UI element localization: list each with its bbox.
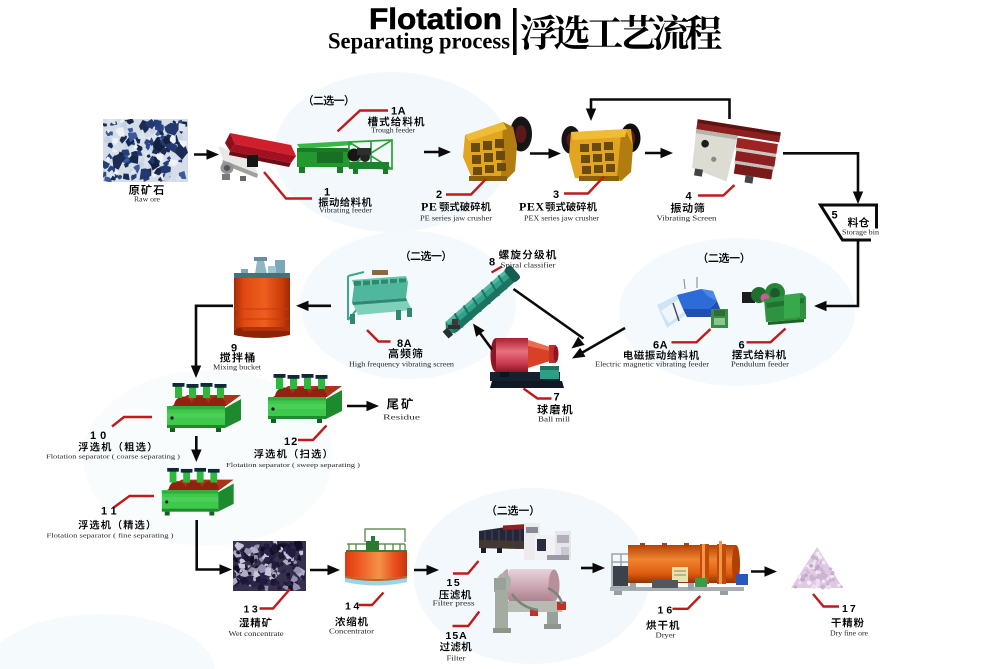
svg-text:Electric magnetic vibrating fe: Electric magnetic vibrating feeder <box>595 362 710 369</box>
svg-text:Pendulum feeder: Pendulum feeder <box>731 361 790 369</box>
svg-text:Filter press: Filter press <box>433 600 475 608</box>
svg-text:Vibrating feeder: Vibrating feeder <box>319 206 373 215</box>
svg-text:Concentrator: Concentrator <box>329 628 375 636</box>
svg-text:3: 3 <box>553 189 560 201</box>
svg-text:Dry fine ore: Dry fine ore <box>830 630 868 638</box>
svg-text:9: 9 <box>231 343 238 355</box>
svg-text:1: 1 <box>324 187 331 199</box>
svg-text:Raw ore: Raw ore <box>134 195 161 204</box>
svg-text:13: 13 <box>244 604 261 616</box>
svg-text:15A: 15A <box>446 630 468 642</box>
svg-text:PEX: PEX <box>519 200 545 214</box>
svg-text:6A: 6A <box>653 340 668 352</box>
svg-text:6: 6 <box>739 340 746 352</box>
svg-text:4: 4 <box>686 191 693 203</box>
svg-text:14: 14 <box>345 601 362 613</box>
svg-text:Flotation separator ( fine sep: Flotation separator ( fine separating ) <box>47 533 174 540</box>
svg-text:Residue: Residue <box>383 413 421 422</box>
svg-text:Flotation separator ( coarse s: Flotation separator ( coarse separating … <box>46 454 180 461</box>
svg-text:1A: 1A <box>391 106 406 118</box>
svg-text:5: 5 <box>832 210 839 222</box>
svg-text:PE series jaw crusher: PE series jaw crusher <box>420 215 493 223</box>
svg-text:7: 7 <box>554 392 561 404</box>
svg-text:12: 12 <box>284 436 298 448</box>
svg-text:Flotation separator ( sweep se: Flotation separator ( sweep separating ) <box>226 462 360 469</box>
svg-text:8: 8 <box>489 257 496 269</box>
svg-text:High frequency vibrating scree: High frequency vibrating screen <box>349 361 454 369</box>
svg-text:11: 11 <box>101 506 121 518</box>
svg-text:Spiral classifier: Spiral classifier <box>501 261 557 270</box>
svg-text:10: 10 <box>90 430 110 442</box>
svg-text:PEX series jaw crusher: PEX series jaw crusher <box>524 215 600 223</box>
svg-text:2: 2 <box>436 189 443 201</box>
svg-text:Storage bin: Storage bin <box>842 228 879 237</box>
svg-text:Ball mill: Ball mill <box>538 415 570 424</box>
svg-text:16: 16 <box>658 605 676 617</box>
svg-text:PE: PE <box>421 200 437 214</box>
svg-text:Trough feeder: Trough feeder <box>371 126 416 135</box>
svg-text:8A: 8A <box>397 338 412 350</box>
svg-text:Filter: Filter <box>447 655 467 663</box>
svg-text:15: 15 <box>447 577 462 589</box>
svg-text:Vibrating Screen: Vibrating Screen <box>657 214 717 223</box>
svg-text:Mixing bucket: Mixing bucket <box>213 363 262 372</box>
svg-text:Dryer: Dryer <box>656 632 677 640</box>
svg-text:Flotation: Flotation <box>369 3 502 36</box>
svg-text:17: 17 <box>842 603 858 615</box>
svg-text:Separating process: Separating process <box>328 29 510 54</box>
svg-text:Wet concentrate: Wet concentrate <box>229 630 284 638</box>
